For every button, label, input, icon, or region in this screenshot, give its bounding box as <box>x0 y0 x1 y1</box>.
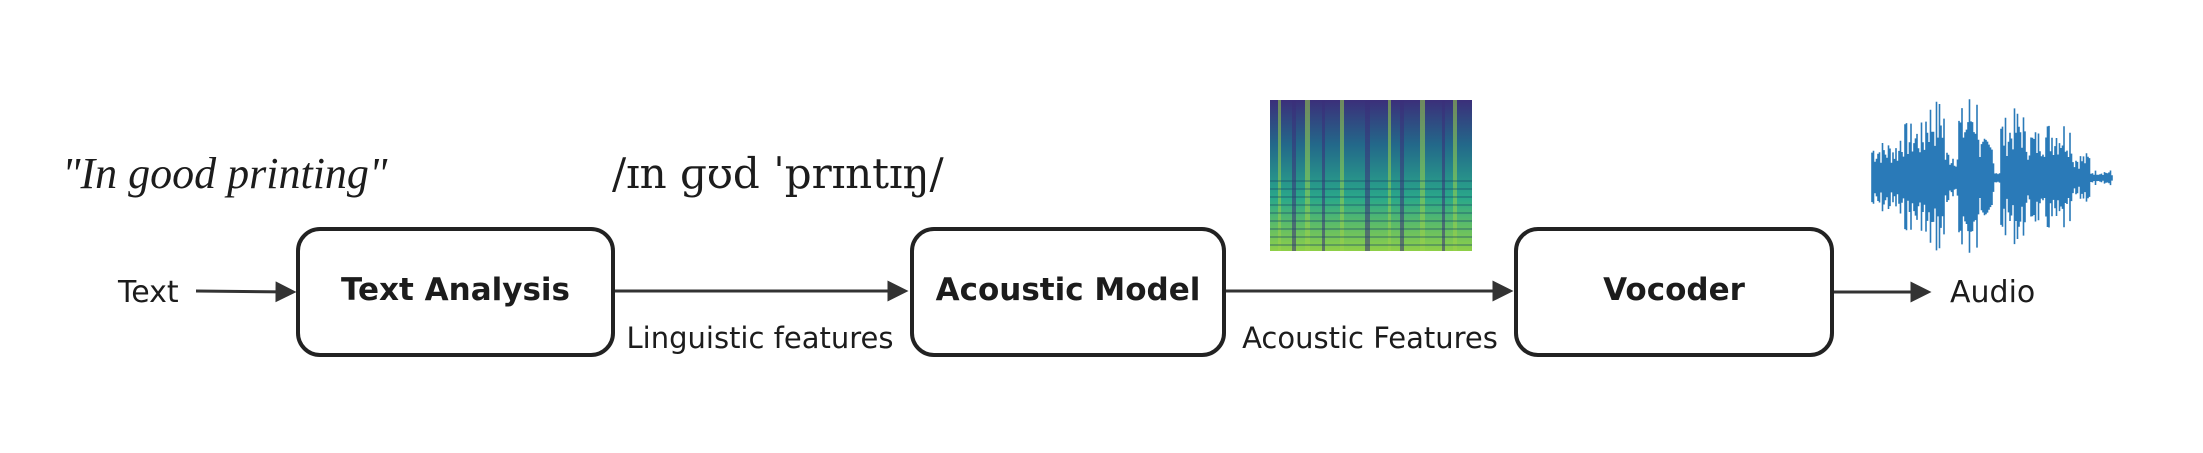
text-analysis-box: Text Analysis <box>296 227 615 357</box>
example-sentence: "In good printing" <box>62 149 388 198</box>
acoustic-model-label: Acoustic Model <box>936 272 1201 308</box>
acoustic-features-label: Acoustic Features <box>1242 321 1498 355</box>
text-analysis-label: Text Analysis <box>341 272 570 308</box>
arrow-text-to-analysis <box>195 281 297 303</box>
acoustic-model-box: Acoustic Model <box>910 227 1226 357</box>
linguistic-features-label: Linguistic features <box>627 321 894 355</box>
phoneme-transcription: /ɪn ɡʊd ˈprɪntɪŋ/ <box>612 149 945 198</box>
spectrogram-image <box>1270 100 1472 251</box>
waveform-image <box>1871 99 2113 253</box>
input-text-label: Text <box>117 275 179 310</box>
vocoder-label: Vocoder <box>1603 272 1745 308</box>
output-audio-label: Audio <box>1950 275 2035 310</box>
vocoder-box: Vocoder <box>1514 227 1834 357</box>
